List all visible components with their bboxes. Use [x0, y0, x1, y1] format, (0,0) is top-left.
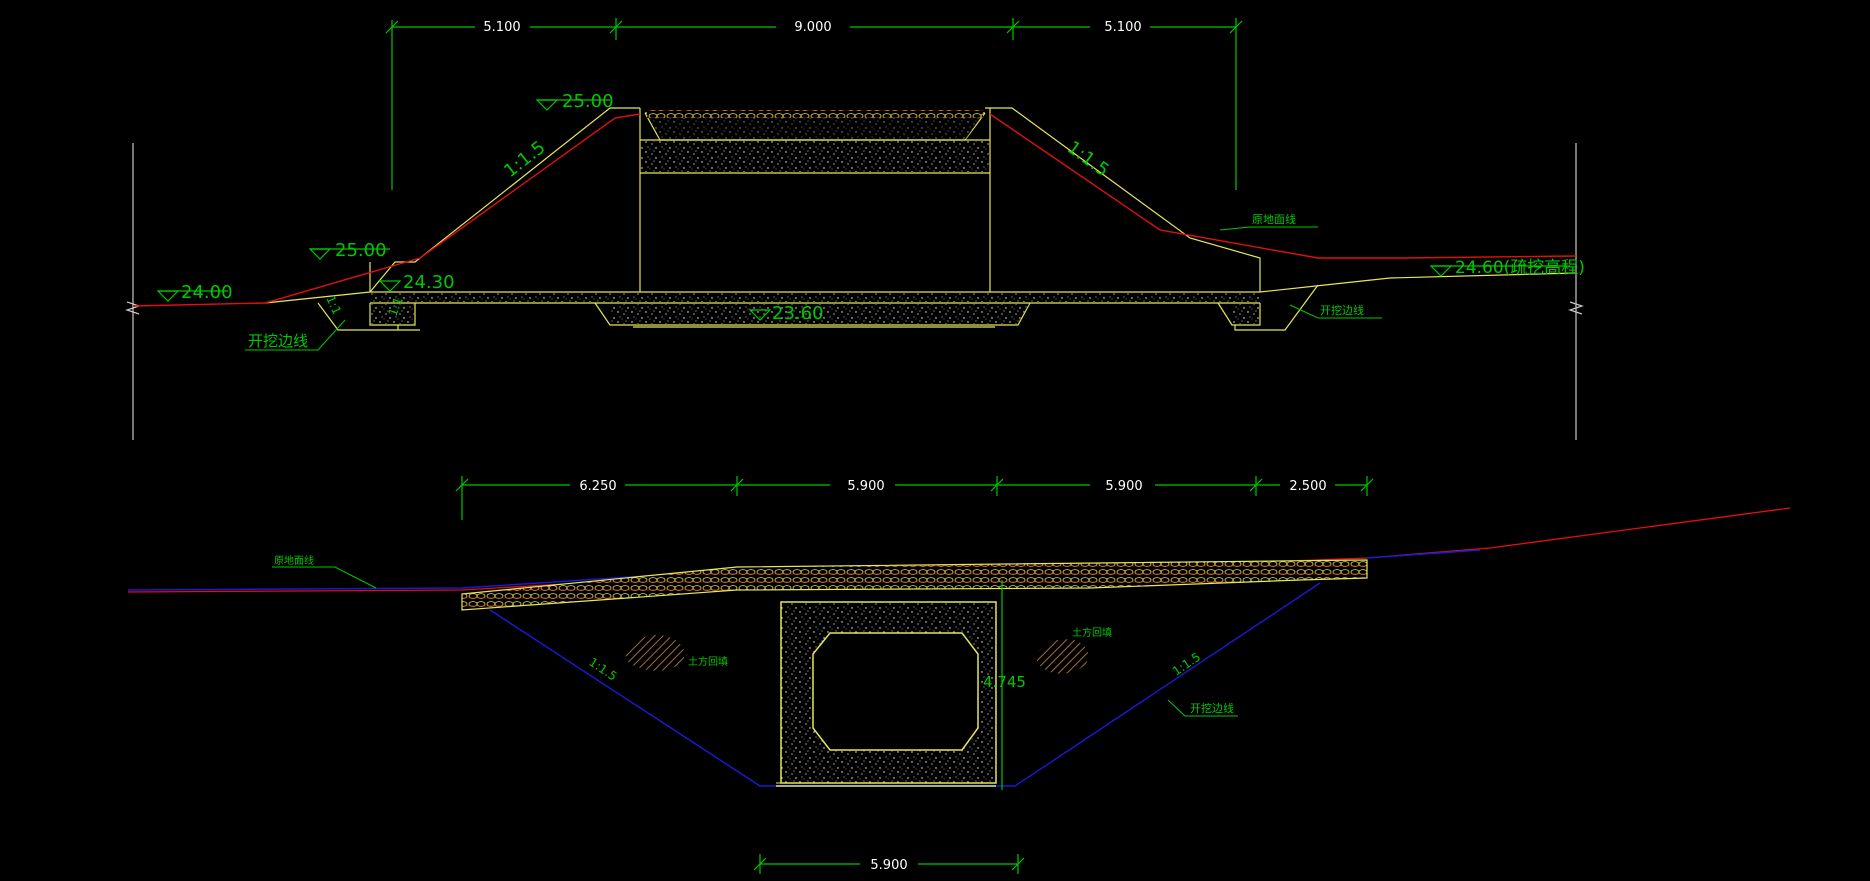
slope-small-1: 1:1: [323, 293, 344, 316]
elevation-dimension-chain: [385, 18, 1243, 190]
label-backfill-right: 土方回填: [1072, 626, 1112, 639]
dim-label-2: 9.000: [794, 20, 831, 35]
dim-label-1: 5.100: [483, 20, 520, 35]
slope-small-2: 1:1: [386, 295, 406, 318]
leaders-section: [272, 566, 1238, 717]
ground-line-elevation: [132, 113, 641, 307]
level-bottom: 23.60: [772, 303, 824, 324]
bottom-dim-label: 5.900: [870, 858, 907, 873]
level-mid-left: 25.00: [335, 240, 387, 261]
elevation-view: 5.100 9.000 5.100: [125, 18, 1585, 440]
section-slope-right: 1:1.5: [1170, 650, 1203, 679]
section-dim-3: 5.900: [1105, 479, 1142, 494]
backfill-left-hatch: [625, 634, 685, 671]
section-slope-left: 1:1.5: [586, 655, 619, 684]
bottom-dimension: [753, 854, 1025, 874]
section-dimension-chain: [455, 476, 1374, 520]
slope-right: 1:1.5: [1063, 137, 1113, 181]
leaders-elevation: [245, 226, 1382, 351]
dim-label-3: 5.100: [1104, 20, 1141, 35]
level-right: 24.60(疏挖高程): [1455, 258, 1585, 278]
level-step: 24.30: [403, 272, 455, 293]
concrete-fills: [371, 114, 1259, 324]
break-lines: [125, 143, 1584, 440]
level-top-left: 25.00: [562, 91, 614, 112]
height-label: 4.745: [983, 673, 1026, 691]
section-dim-4: 2.500: [1289, 479, 1326, 494]
section-view: 6.250 5.900 5.900 2.500 4.745 土方回填 土方回填 …: [127, 476, 1791, 874]
label-ground-line-section: 原地面线: [274, 554, 314, 567]
section-dim-1: 6.250: [579, 479, 616, 494]
top-riprap: [647, 110, 983, 118]
label-backfill-left: 土方回填: [688, 655, 728, 668]
label-excavation-left: 开挖边线: [248, 332, 308, 350]
backfill-right-hatch: [1036, 639, 1089, 674]
label-ground-line-elevation: 原地面线: [1252, 212, 1296, 226]
box-culvert: [780, 601, 997, 784]
level-low-left: 24.00: [181, 282, 233, 303]
ground-line-elevation-right: [989, 113, 1577, 259]
label-excavation-section: 开挖边线: [1190, 701, 1234, 715]
road-slab: [461, 559, 1368, 611]
section-dim-2: 5.900: [847, 479, 884, 494]
ground-line-section-right: [1366, 549, 1481, 559]
level-markers: [156, 99, 1570, 321]
label-excavation-right: 开挖边线: [1320, 303, 1364, 317]
